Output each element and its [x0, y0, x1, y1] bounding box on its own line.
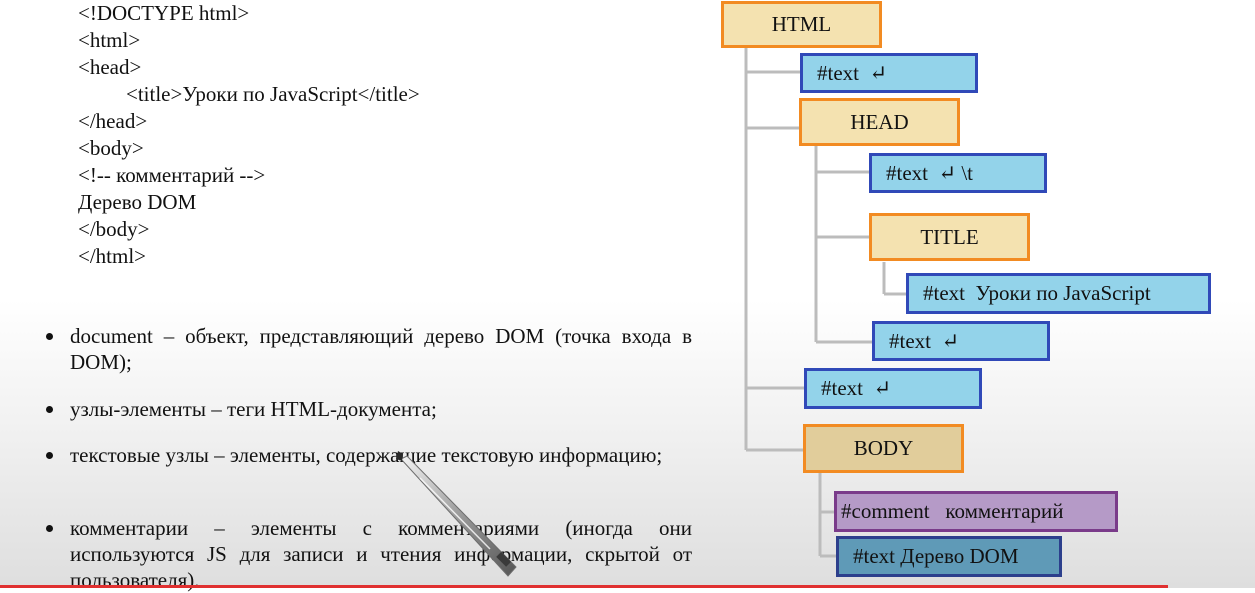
node-text-newline-1: #text ↵	[800, 53, 978, 93]
node-html: HTML	[721, 1, 882, 48]
bullet-comments: комментарии – элементы с комментариями (…	[44, 515, 692, 593]
code-line: <!-- комментарий -->	[78, 163, 266, 187]
node-text-newline-tab: #text ↵ \t	[869, 153, 1047, 193]
code-line: <head>	[78, 55, 142, 79]
code-line: Дерево DOM	[78, 190, 197, 214]
code-line: <body>	[78, 136, 144, 160]
bottom-divider	[0, 585, 1168, 588]
code-line: </html>	[78, 244, 147, 268]
definition-list: document – объект, представляющий дерево…	[44, 323, 692, 593]
node-text-title-content: #text Уроки по JavaScript	[906, 273, 1211, 314]
bullet-text-nodes: текстовые узлы – элементы, содержащие те…	[44, 442, 692, 496]
node-comment: #comment комментарий	[834, 491, 1118, 532]
node-text-dom-tree: #text Дерево DOM	[836, 536, 1062, 577]
node-title: TITLE	[869, 213, 1030, 261]
node-text-newline-3: #text ↵	[804, 368, 982, 409]
bullet-element-nodes: узлы-элементы – теги HTML-документа;	[44, 396, 692, 423]
node-head: HEAD	[799, 98, 960, 146]
node-body: BODY	[803, 424, 964, 473]
code-line: <title>Уроки по JavaScript</title>	[126, 82, 420, 106]
code-line: <html>	[78, 28, 141, 52]
node-text-newline-2: #text ↵	[872, 321, 1050, 361]
html-code-listing: <!DOCTYPE html> <html> <head> <title>Уро…	[78, 0, 420, 270]
code-line: </body>	[78, 217, 150, 241]
bullet-document: document – объект, представляющий дерево…	[44, 323, 692, 377]
code-line: <!DOCTYPE html>	[78, 1, 250, 25]
code-line: </head>	[78, 109, 148, 133]
